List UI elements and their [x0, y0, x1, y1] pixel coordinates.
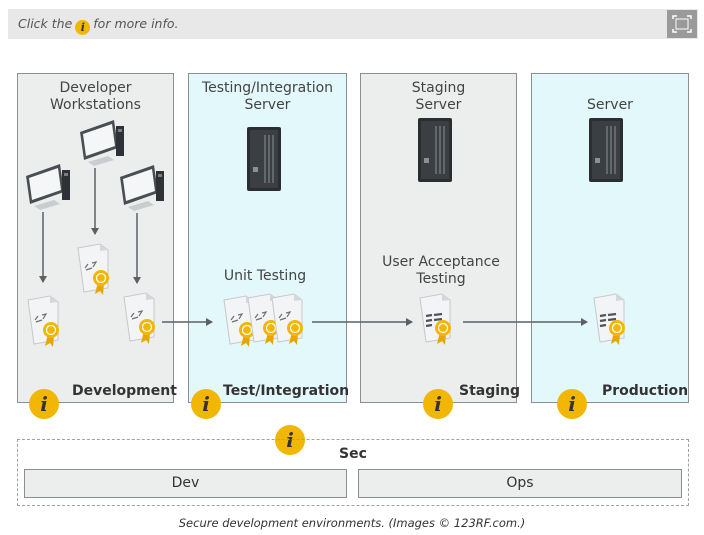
panel-label-test: Test/Integration	[223, 383, 350, 399]
panel-title-test: Testing/Integration Server	[201, 80, 334, 113]
ops-bar: Ops	[358, 469, 682, 498]
expand-icon[interactable]	[667, 10, 697, 38]
server-rack-icon	[417, 117, 453, 183]
certificate-icon	[418, 292, 453, 347]
sec-label: Sec	[339, 446, 367, 462]
figure-caption: Secure development environments. (Images…	[178, 516, 526, 530]
panel-label-staging: Staging	[459, 383, 521, 399]
arrow-icon	[39, 168, 588, 326]
info-icon-staging[interactable]: i	[423, 389, 453, 419]
uat-label: User Acceptance Testing	[382, 254, 500, 287]
info-icon-production[interactable]: i	[557, 389, 587, 419]
certificate-icon	[592, 292, 627, 347]
certificate-icon	[123, 292, 156, 345]
dev-bar: Dev	[24, 469, 347, 498]
unit-testing-label: Unit Testing	[223, 268, 307, 284]
workstation-icon	[80, 120, 124, 166]
info-icon-test-integration[interactable]: i	[191, 389, 221, 419]
info-icon-development[interactable]: i	[29, 389, 59, 419]
server-rack-icon	[588, 117, 624, 183]
info-icon-sec[interactable]: i	[275, 425, 305, 455]
workstation-icon	[26, 164, 70, 210]
info-hint-icon: i	[75, 20, 91, 35]
panel-label-dev: Development	[72, 383, 177, 399]
devsecops-box: Sec	[17, 439, 689, 506]
panel-title-staging: Staging Server	[411, 80, 466, 113]
server-rack-icon	[246, 126, 282, 192]
certificate-icon	[27, 295, 60, 348]
workstation-icon	[120, 165, 164, 211]
panel-title-dev: Developer Workstations	[50, 80, 141, 113]
panel-title-prod: Server	[587, 97, 633, 113]
certificate-icon	[77, 243, 110, 296]
panel-label-prod: Production	[602, 383, 689, 399]
